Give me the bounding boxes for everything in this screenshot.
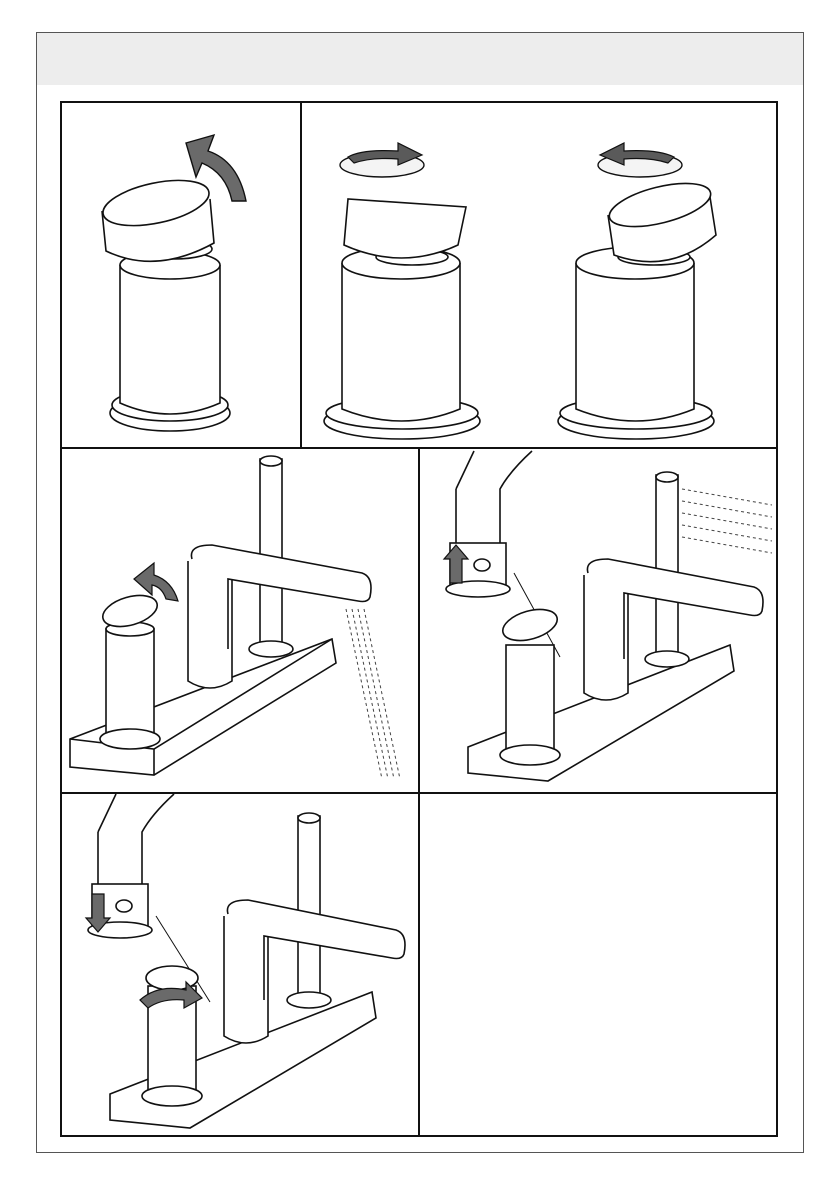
spout-flow-illustration [62, 449, 418, 792]
panel-diverter-up [420, 449, 776, 792]
panel-empty [420, 794, 776, 1135]
header-band [37, 33, 803, 85]
panel-rotate-counterclockwise [540, 103, 776, 447]
panel-rotate-clockwise [302, 103, 540, 447]
rotate-counterclockwise-arrow-icon [598, 143, 682, 177]
panel-spout-flow [62, 449, 418, 792]
water-stream [346, 609, 400, 779]
lever-lift-illustration [62, 103, 300, 447]
instruction-grid [60, 101, 778, 1137]
diverter-up-illustration [420, 449, 776, 792]
rotate-clockwise-illustration [302, 103, 540, 447]
panel-diverter-down [62, 794, 418, 1135]
rotate-counterclockwise-illustration [540, 103, 776, 447]
panel-lever-lift [62, 103, 300, 447]
diverter-down-illustration [62, 794, 418, 1135]
rotate-clockwise-arrow-icon [340, 143, 424, 177]
handshower-spray [682, 489, 772, 553]
